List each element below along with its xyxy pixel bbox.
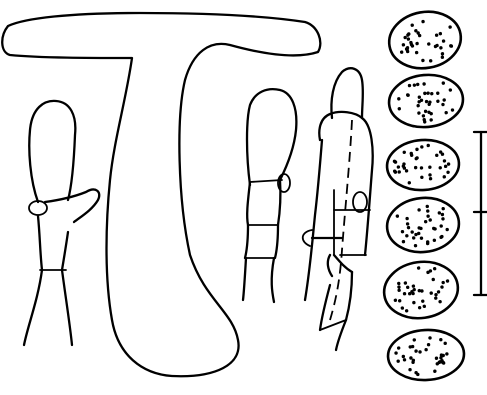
hyphal-element-right xyxy=(303,68,373,350)
basidiocarp xyxy=(2,13,320,376)
spore xyxy=(384,194,461,255)
hyphal-element-middle xyxy=(243,89,296,302)
spore xyxy=(387,328,466,382)
spore xyxy=(385,6,466,74)
spore xyxy=(387,72,465,130)
scale-bar xyxy=(474,132,487,295)
spore xyxy=(385,138,460,193)
spores-column xyxy=(380,6,465,382)
hyphal-element-left xyxy=(24,101,99,345)
spore xyxy=(380,257,461,323)
